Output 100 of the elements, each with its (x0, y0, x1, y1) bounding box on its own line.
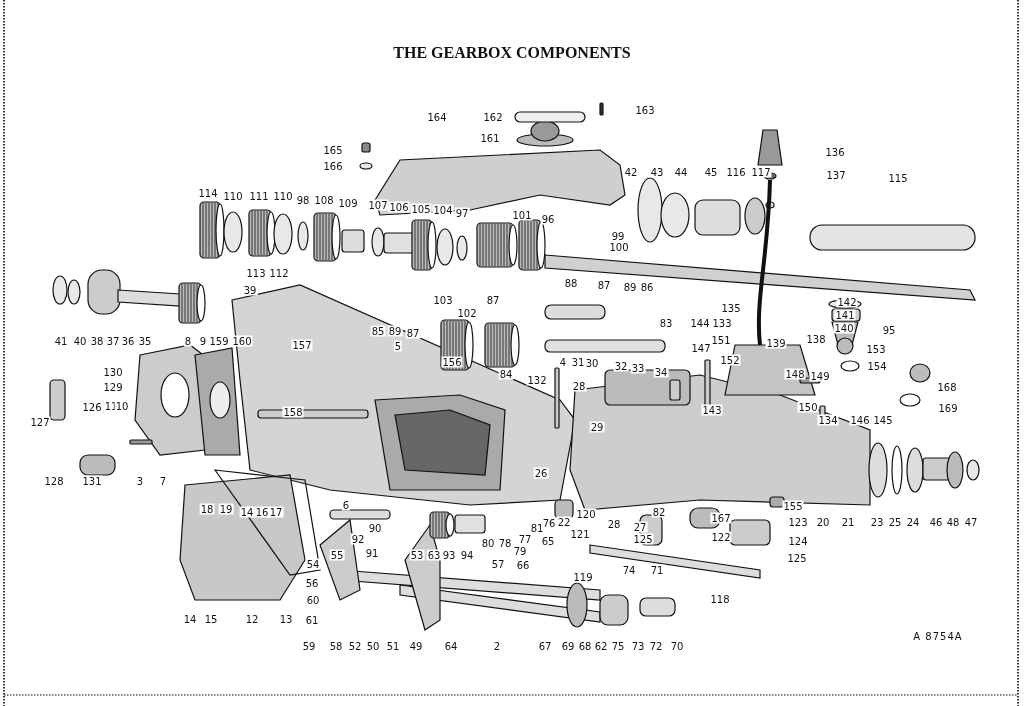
callout-number: 129 (102, 381, 124, 393)
callout-number: 106 (388, 201, 410, 213)
callout-number: 69 (560, 640, 576, 652)
callout-number: 142 (836, 296, 858, 308)
callout-number: 14 (182, 613, 198, 625)
callout-number: 125 (632, 533, 654, 545)
callout-number: 87 (405, 327, 421, 339)
callout-number: 54 (305, 558, 321, 570)
callout-number: 23 (869, 516, 885, 528)
callout-number: 154 (866, 360, 888, 372)
callout-number: 123 (787, 516, 809, 528)
callout-number: 57 (490, 558, 506, 570)
callout-number: 103 (432, 294, 454, 306)
callout-number: 87 (485, 294, 501, 306)
callout-number: 157 (291, 339, 313, 351)
callout-number: 65 (540, 535, 556, 547)
callout-number: 114 (197, 187, 219, 199)
callout-number: 100 (608, 241, 630, 253)
callout-number: 87 (596, 279, 612, 291)
callout-number: 89 (387, 325, 403, 337)
callout-number: 148 (784, 368, 806, 380)
callout-number: 117 (750, 166, 772, 178)
callout-number: 42 (623, 166, 639, 178)
callout-number: 108 (313, 194, 335, 206)
callout-number: 169 (937, 402, 959, 414)
callout-number: 72 (648, 640, 664, 652)
callout-number: 104 (432, 204, 454, 216)
callout-number: 167 (710, 512, 732, 524)
callout-number: 73 (630, 640, 646, 652)
callout-number: 56 (304, 577, 320, 589)
callout-number: 66 (515, 559, 531, 571)
callout-number: 32 (613, 360, 629, 372)
callout-number: 110 (272, 190, 294, 202)
callout-number: 16 (254, 506, 270, 518)
callout-number: 161 (479, 132, 501, 144)
callout-number: 8 (183, 335, 193, 347)
callout-number: 128 (43, 475, 65, 487)
callout-number: 14 (239, 506, 255, 518)
callout-number: 10 (114, 400, 130, 412)
callout-number: 55 (329, 549, 345, 561)
callout-number: 149 (809, 370, 831, 382)
callout-number: 46 (928, 516, 944, 528)
callout-number: 41 (53, 335, 69, 347)
callout-number: 132 (526, 374, 548, 386)
callout-number: 7 (158, 475, 168, 487)
callout-number: 38 (89, 335, 105, 347)
callout-number: 159 (208, 335, 230, 347)
callout-number: 4 (558, 356, 568, 368)
callout-number: 28 (571, 380, 587, 392)
callout-number: 134 (817, 414, 839, 426)
callout-number: 13 (278, 613, 294, 625)
callout-number: 156 (441, 356, 463, 368)
callout-number: 96 (540, 213, 556, 225)
callout-number: 67 (537, 640, 553, 652)
callout-number: 111 (248, 190, 270, 202)
callout-number: 113 (245, 267, 267, 279)
callout-number: 50 (365, 640, 381, 652)
callout-number: 84 (498, 368, 514, 380)
callout-number: 77 (517, 533, 533, 545)
callout-number: 45 (703, 166, 719, 178)
callout-number: 98 (295, 194, 311, 206)
callout-number: 94 (459, 549, 475, 561)
callout-number: 63 (426, 549, 442, 561)
callout-number: 115 (887, 172, 909, 184)
callout-number: 81 (529, 522, 545, 534)
callout-number: 78 (497, 537, 513, 549)
callout-number: 166 (322, 160, 344, 172)
callout-number: 127 (29, 416, 51, 428)
callout-number: 95 (881, 324, 897, 336)
callout-number: 25 (887, 516, 903, 528)
callout-number: 71 (649, 564, 665, 576)
callout-number: 109 (337, 197, 359, 209)
callout-number: 79 (512, 545, 528, 557)
callout-number: 136 (824, 146, 846, 158)
callout-number: 26 (533, 467, 549, 479)
callout-number: 88 (563, 277, 579, 289)
callout-number: 155 (782, 500, 804, 512)
callout-number: 91 (364, 547, 380, 559)
callout-number: 101 (511, 209, 533, 221)
callout-number: 110 (222, 190, 244, 202)
callout-number: 20 (815, 516, 831, 528)
callout-number: 9 (198, 335, 208, 347)
callout-number: 119 (572, 571, 594, 583)
callout-number: 83 (658, 317, 674, 329)
callout-number: 28 (606, 518, 622, 530)
callout-number: 27 (632, 521, 648, 533)
callout-number: 160 (231, 335, 253, 347)
callout-number: 17 (268, 506, 284, 518)
callout-number: 82 (651, 506, 667, 518)
callout-number: 145 (872, 414, 894, 426)
callout-number: 44 (673, 166, 689, 178)
callout-number: 2 (492, 640, 502, 652)
callout-number: 58 (328, 640, 344, 652)
callout-number: 116 (725, 166, 747, 178)
callout-number: 146 (849, 414, 871, 426)
callout-number: 152 (719, 354, 741, 366)
callout-number: 40 (72, 335, 88, 347)
callout-number: 102 (456, 307, 478, 319)
callout-number: 33 (630, 362, 646, 374)
callout-number: 49 (408, 640, 424, 652)
